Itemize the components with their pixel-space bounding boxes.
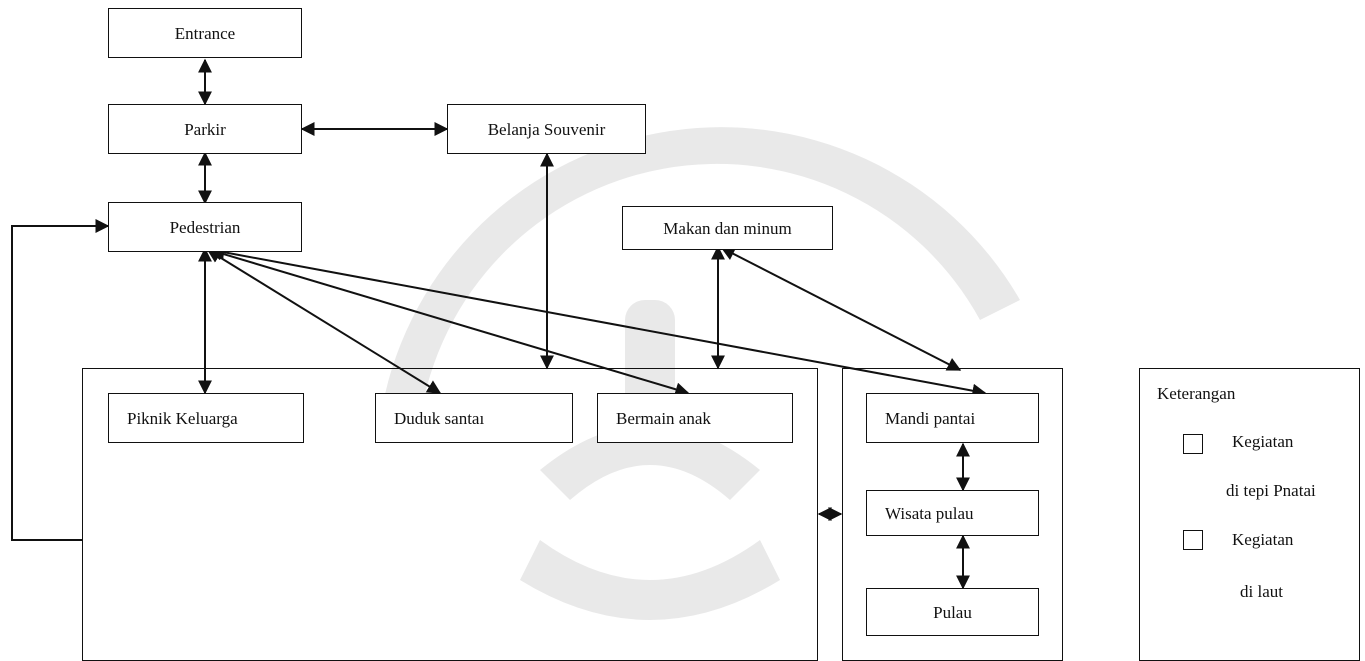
node-piknik-keluarga-label: Piknik Keluarga (127, 408, 238, 428)
legend-box (1139, 368, 1360, 661)
legend-swatch-beach (1183, 434, 1203, 454)
node-bermain-anak-label: Bermain anak (616, 408, 711, 428)
node-belanja-souvenir-label: Belanja Souvenir (487, 119, 606, 139)
legend-swatch-sea (1183, 530, 1203, 550)
node-entrance-label: Entrance (174, 23, 236, 43)
legend-beach-line2: di tepi Pnatai (1226, 481, 1316, 500)
legend-sea-line2: di laut (1240, 582, 1283, 601)
node-pulau-label: Pulau (933, 602, 972, 622)
node-parkir-label: Parkir (184, 119, 226, 139)
node-piknik-keluarga: Piknik Keluarga (108, 393, 304, 443)
link-makan-mandi (720, 247, 962, 371)
node-pulau: Pulau (866, 588, 1039, 636)
node-mandi-pantai: Mandi pantai (866, 393, 1039, 443)
node-pedestrian: Pedestrian (108, 202, 302, 252)
node-duduk-santai-label: Duduk santaı (394, 408, 485, 428)
legend-sea-line1: Kegiatan (1232, 530, 1294, 549)
node-entrance: Entrance (108, 8, 302, 58)
node-wisata-pulau: Wisata pulau (866, 490, 1039, 536)
node-duduk-santai: Duduk santaı (375, 393, 573, 443)
node-makan-dan-minum: Makan dan minum (622, 206, 833, 250)
legend-title: Keterangan (1157, 384, 1236, 403)
node-bermain-anak: Bermain anak (597, 393, 793, 443)
node-makan-dan-minum-label: Makan dan minum (663, 218, 792, 238)
node-wisata-pulau-label: Wisata pulau (885, 503, 974, 523)
node-belanja-souvenir: Belanja Souvenir (447, 104, 646, 154)
node-mandi-pantai-label: Mandi pantai (885, 408, 976, 428)
node-pedestrian-label: Pedestrian (169, 217, 241, 237)
node-parkir: Parkir (108, 104, 302, 154)
legend-beach-line1: Kegiatan (1232, 432, 1294, 451)
